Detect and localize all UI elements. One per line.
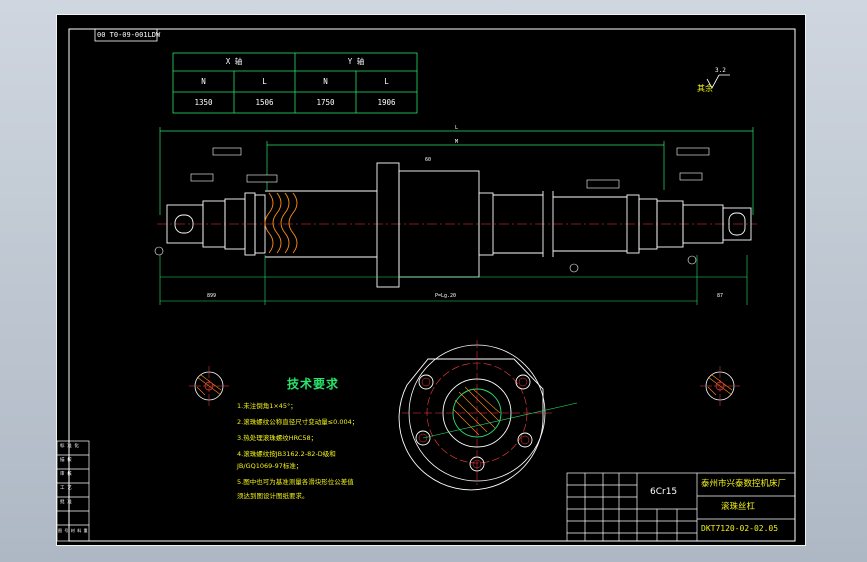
cad-drawing: L M 60 bbox=[57, 28, 796, 542]
drawing-code: 00 T0-09-001LDW bbox=[97, 31, 161, 39]
axis-table bbox=[172, 52, 418, 114]
left-section-view bbox=[189, 366, 229, 406]
left-stamp-strip bbox=[57, 440, 90, 542]
table-header-x: X 轴 bbox=[225, 57, 243, 66]
dim-lines-top bbox=[159, 127, 754, 215]
roughness-value: 3.2 bbox=[715, 67, 726, 74]
svg-text:899: 899 bbox=[207, 293, 216, 299]
tech-requirements-heading: 技术要求 bbox=[287, 377, 340, 391]
stamp-label: 工 艺 bbox=[60, 486, 72, 491]
datum-markers bbox=[154, 246, 697, 273]
svg-text:L: L bbox=[455, 125, 458, 131]
tech-requirement-item: 须达到图设计图纸要求。 bbox=[237, 492, 309, 500]
table-header-y: Y 轴 bbox=[347, 57, 365, 66]
stamp-label: 描 校 bbox=[60, 458, 72, 463]
flange-end-view bbox=[398, 340, 578, 491]
screw-body bbox=[166, 162, 752, 288]
company-name: 泰州市兴泰数控机床厂 bbox=[701, 479, 787, 489]
dim-text-small: L M 60 bbox=[425, 125, 458, 163]
stamp-label: 审 核 bbox=[60, 472, 72, 477]
table-value: 1350 bbox=[194, 98, 213, 107]
code-box bbox=[94, 28, 158, 42]
table-value: 1506 bbox=[255, 98, 274, 107]
svg-text:M: M bbox=[455, 139, 458, 145]
stamp-label: 批 准 bbox=[60, 500, 72, 505]
table-col-label: N bbox=[201, 77, 206, 86]
table-value: 1750 bbox=[316, 98, 335, 107]
right-section-view bbox=[700, 366, 740, 406]
tech-requirement-item: 5.图中也可为基准测量各滑块形位公差值 bbox=[237, 478, 354, 486]
stamp-label: 标 准 化 bbox=[60, 444, 79, 449]
drawing-sheet: L M 60 bbox=[56, 14, 806, 546]
table-col-label: L bbox=[262, 77, 267, 86]
tech-requirement-item: 2.滚珠螺纹公称直径尺寸变动量≤0.004； bbox=[237, 418, 359, 426]
part-name: 滚珠丝杠 bbox=[721, 502, 756, 512]
svg-text:60: 60 bbox=[425, 157, 431, 163]
tech-requirement-item: 3.热处理滚珠螺纹HRC58； bbox=[237, 434, 318, 442]
drawing-number: DKT7120-02-02.05 bbox=[701, 524, 779, 533]
tech-requirement-item: 4.滚珠螺纹按JB3162.2-82-D级和 bbox=[237, 450, 336, 458]
table-col-label: L bbox=[384, 77, 389, 86]
svg-text:87: 87 bbox=[717, 293, 723, 299]
table-value: 1906 bbox=[377, 98, 396, 107]
material-label: 6Cr15 bbox=[650, 487, 678, 497]
roughness-symbol bbox=[706, 74, 730, 89]
stamp-label: 图 号 材 料 重 bbox=[58, 528, 88, 533]
tolerance-frames bbox=[190, 147, 710, 189]
title-block bbox=[566, 472, 796, 542]
lower-dim-text: P=Lg.20 899 87 bbox=[207, 293, 723, 299]
table-col-label: N bbox=[323, 77, 328, 86]
drawing-frame bbox=[68, 28, 796, 542]
tech-requirement-item: 1.未注倒角1×45°； bbox=[237, 402, 297, 410]
tech-requirement-item: JB/GQ1069-97标准； bbox=[237, 462, 303, 470]
roughness-label: 其余 bbox=[697, 84, 713, 93]
lower-dims bbox=[159, 255, 748, 305]
svg-text:P=Lg.20: P=Lg.20 bbox=[435, 293, 456, 299]
thread-hatch bbox=[264, 192, 298, 254]
